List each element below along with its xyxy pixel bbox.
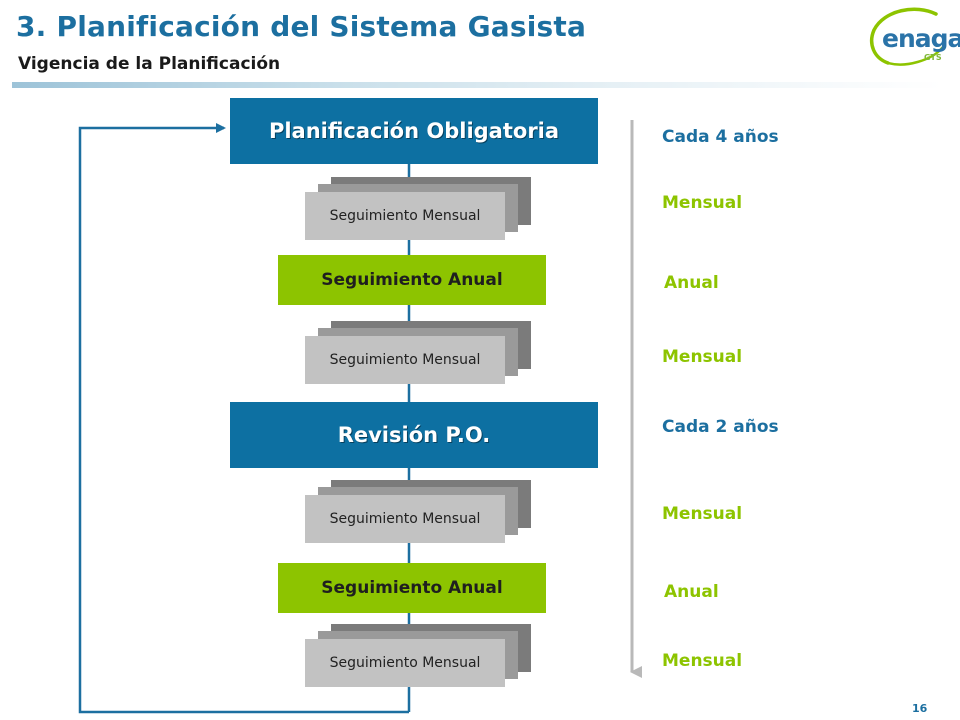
seguimiento-mensual-label: Seguimiento Mensual bbox=[329, 352, 481, 368]
seguimiento-mensual-box: Seguimiento Mensual bbox=[305, 495, 505, 543]
frequency-label-mensual: Mensual bbox=[662, 193, 743, 213]
seguimiento-mensual-stack: Seguimiento Mensual bbox=[305, 480, 533, 546]
frequency-label-mensual: Mensual bbox=[662, 504, 743, 524]
seguimiento-mensual-box: Seguimiento Mensual bbox=[305, 192, 505, 240]
seguimiento-mensual-label: Seguimiento Mensual bbox=[329, 511, 481, 527]
logo-swirl-icon bbox=[869, 7, 944, 66]
header-divider bbox=[12, 82, 942, 88]
frequency-label-mensual: Mensual bbox=[662, 651, 743, 671]
page-title: 3. Planificación del Sistema Gasista bbox=[16, 10, 587, 43]
seguimiento-anual-label: Seguimiento Anual bbox=[321, 270, 503, 290]
seguimiento-mensual-label: Seguimiento Mensual bbox=[329, 655, 481, 671]
seguimiento-anual-box: Seguimiento Anual bbox=[278, 255, 546, 305]
seguimiento-anual-label: Seguimiento Anual bbox=[321, 578, 503, 598]
logo-wordmark: enagas bbox=[882, 24, 960, 53]
seguimiento-mensual-stack: Seguimiento Mensual bbox=[305, 177, 533, 243]
enagas-logo: enagas GTS bbox=[866, 6, 960, 66]
revision-po-label: Revisión P.O. bbox=[337, 423, 491, 447]
feedback-loop-arrow bbox=[78, 123, 409, 714]
logo-subtext: GTS bbox=[924, 53, 942, 62]
frequency-label-cada-2-anos: Cada 2 años bbox=[662, 417, 779, 437]
frequency-label-anual: Anual bbox=[664, 273, 719, 293]
seguimiento-anual-box: Seguimiento Anual bbox=[278, 563, 546, 613]
seguimiento-mensual-box: Seguimiento Mensual bbox=[305, 336, 505, 384]
seguimiento-mensual-box: Seguimiento Mensual bbox=[305, 639, 505, 687]
planificacion-obligatoria-box: Planificación Obligatoria bbox=[230, 98, 598, 164]
seguimiento-mensual-stack: Seguimiento Mensual bbox=[305, 321, 533, 387]
revision-po-box: Revisión P.O. bbox=[230, 402, 598, 468]
frequency-label-anual: Anual bbox=[664, 582, 719, 602]
seguimiento-mensual-stack: Seguimiento Mensual bbox=[305, 624, 533, 690]
seguimiento-mensual-label: Seguimiento Mensual bbox=[329, 208, 481, 224]
frequency-label-mensual: Mensual bbox=[662, 347, 743, 367]
frequency-label-cada-4-anos: Cada 4 años bbox=[662, 127, 779, 147]
planificacion-obligatoria-label: Planificación Obligatoria bbox=[268, 119, 560, 143]
page-number: 16 bbox=[912, 702, 928, 715]
page-subtitle: Vigencia de la Planificación bbox=[18, 54, 281, 74]
